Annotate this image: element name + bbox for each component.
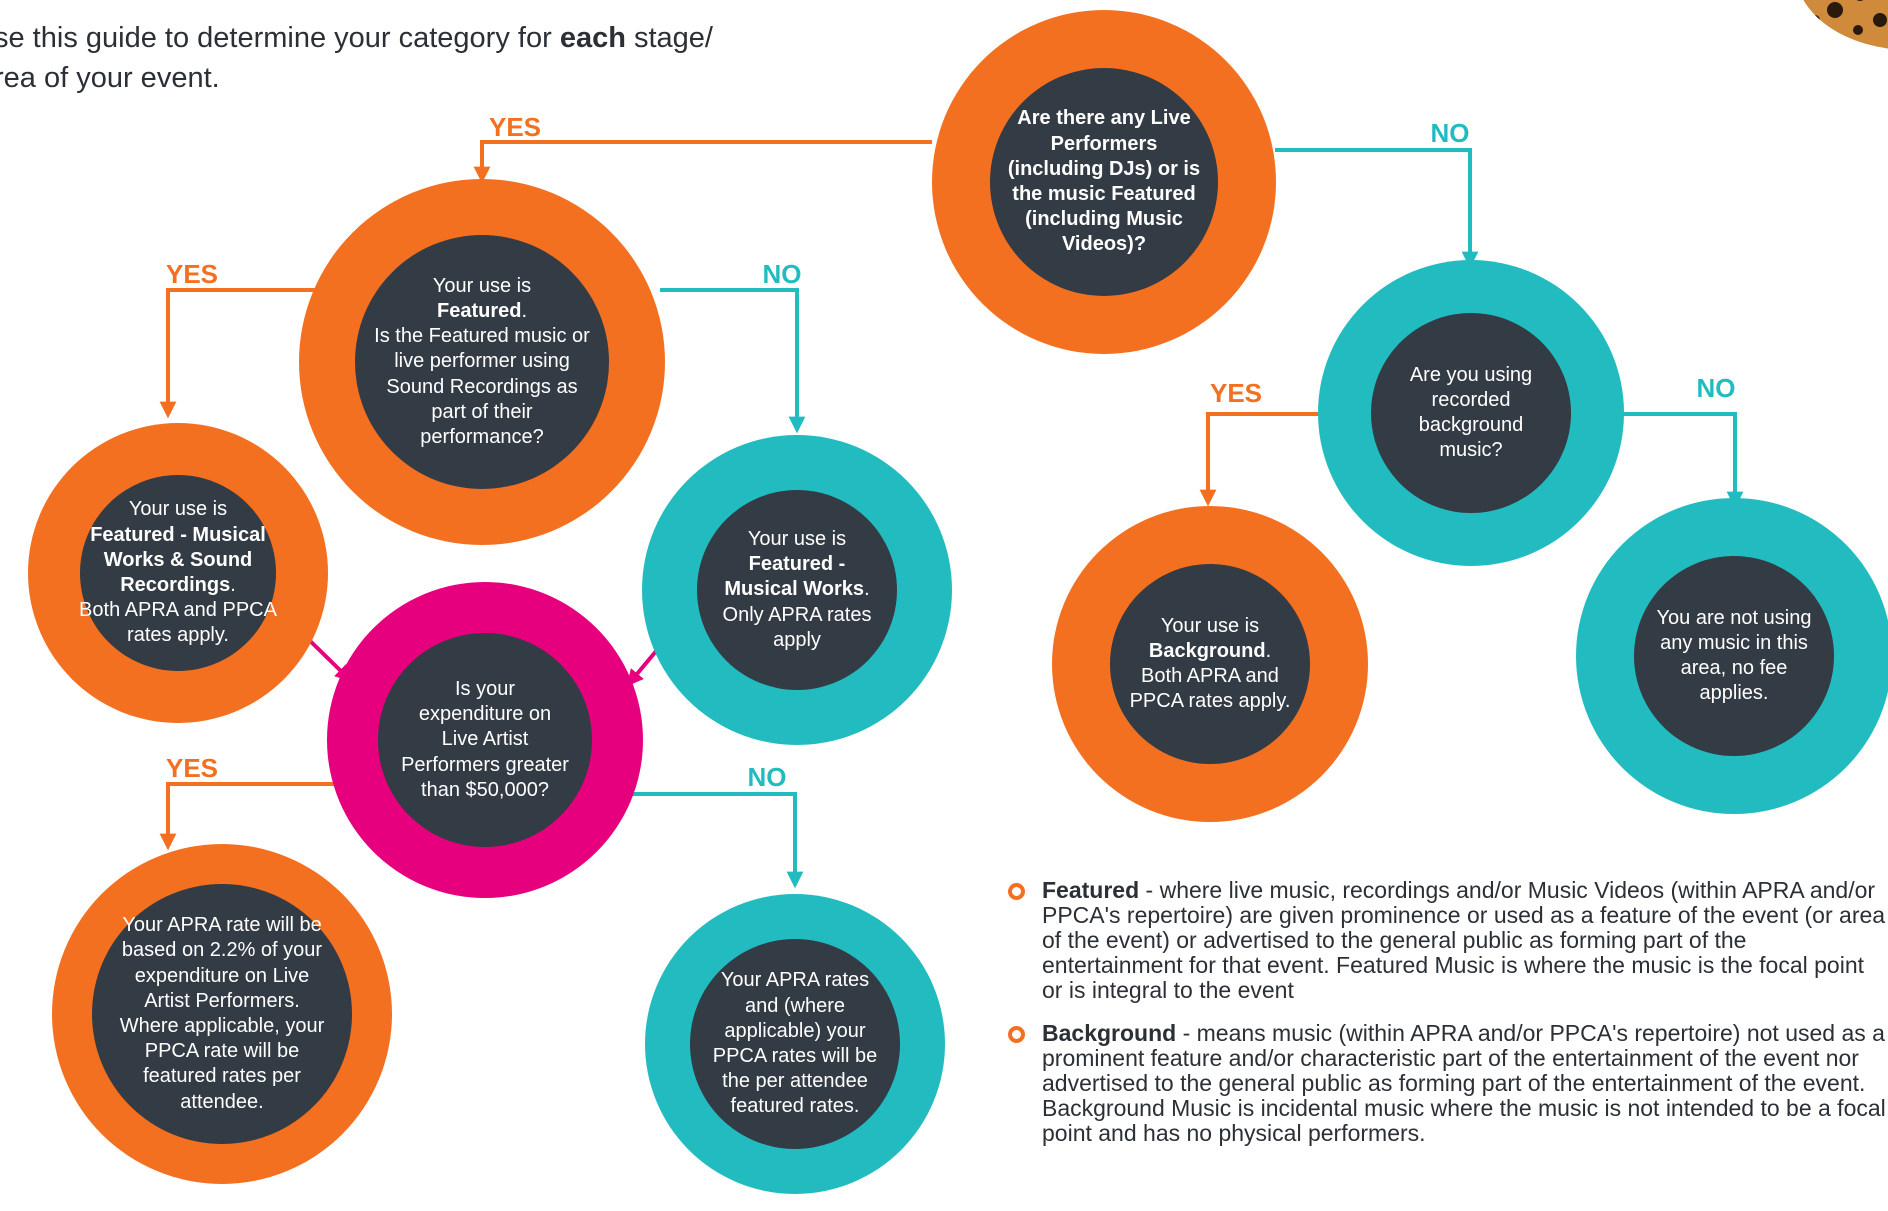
definition-background: Background - means music (within APRA an… bbox=[1008, 1021, 1888, 1146]
label-featured-yes: YES bbox=[166, 259, 218, 289]
connector-live-yes bbox=[473, 140, 932, 184]
connector-expenditure-yes bbox=[159, 782, 355, 851]
definition-featured: Featured - where live music, recordings … bbox=[1008, 878, 1888, 1003]
leopard-print-decoration bbox=[1803, 0, 1888, 49]
bullet-icon bbox=[1008, 883, 1025, 900]
node-expenditure-question bbox=[327, 582, 643, 898]
background-question-text: Are you using recorded background music? bbox=[1409, 363, 1533, 462]
node-live-question bbox=[932, 10, 1276, 354]
bullet-icon bbox=[1008, 1026, 1025, 1043]
node-background-question bbox=[1318, 260, 1624, 566]
no-music-text: You are not using any music in this area… bbox=[1656, 606, 1812, 705]
node-musical-only bbox=[642, 435, 952, 745]
label-expenditure-no: NO bbox=[748, 762, 787, 792]
label-live-yes: YES bbox=[489, 112, 541, 142]
expenditure-question-text: Is your expenditure on Live Artist Perfo… bbox=[401, 678, 569, 801]
label-featured-no: NO bbox=[763, 259, 802, 289]
connector-expenditure-no bbox=[630, 792, 804, 889]
node-no-music bbox=[1576, 498, 1888, 814]
definitions-list: Featured - where live music, recordings … bbox=[1008, 878, 1888, 1164]
label-background-no: NO bbox=[1697, 373, 1736, 403]
apra-based-text: Your APRA rate will be based on 2.2% of … bbox=[119, 914, 325, 1113]
node-background bbox=[1052, 506, 1368, 822]
node-apra-based bbox=[52, 844, 392, 1184]
connector-musical-sound-to-expenditure bbox=[303, 634, 353, 682]
label-background-yes: YES bbox=[1210, 378, 1262, 408]
node-musical-sound bbox=[28, 423, 328, 723]
connector-live-no bbox=[1275, 148, 1479, 269]
connector-musical-only-to-expenditure bbox=[626, 648, 659, 687]
connector-featured-no bbox=[660, 288, 806, 434]
node-per-attendee bbox=[645, 894, 945, 1194]
live-question-text: Are there any Live Performers (including… bbox=[1007, 107, 1201, 256]
node-featured-question bbox=[299, 179, 665, 545]
per-attendee-text: Your APRA rates and (where applicable) y… bbox=[712, 969, 878, 1118]
connector-background-no bbox=[1612, 412, 1744, 509]
connector-background-yes bbox=[1199, 412, 1330, 507]
intro-text: se this guide to determine your category… bbox=[0, 22, 713, 94]
label-live-no: NO bbox=[1431, 118, 1470, 148]
label-expenditure-yes: YES bbox=[166, 753, 218, 783]
connector-featured-yes bbox=[159, 288, 318, 419]
